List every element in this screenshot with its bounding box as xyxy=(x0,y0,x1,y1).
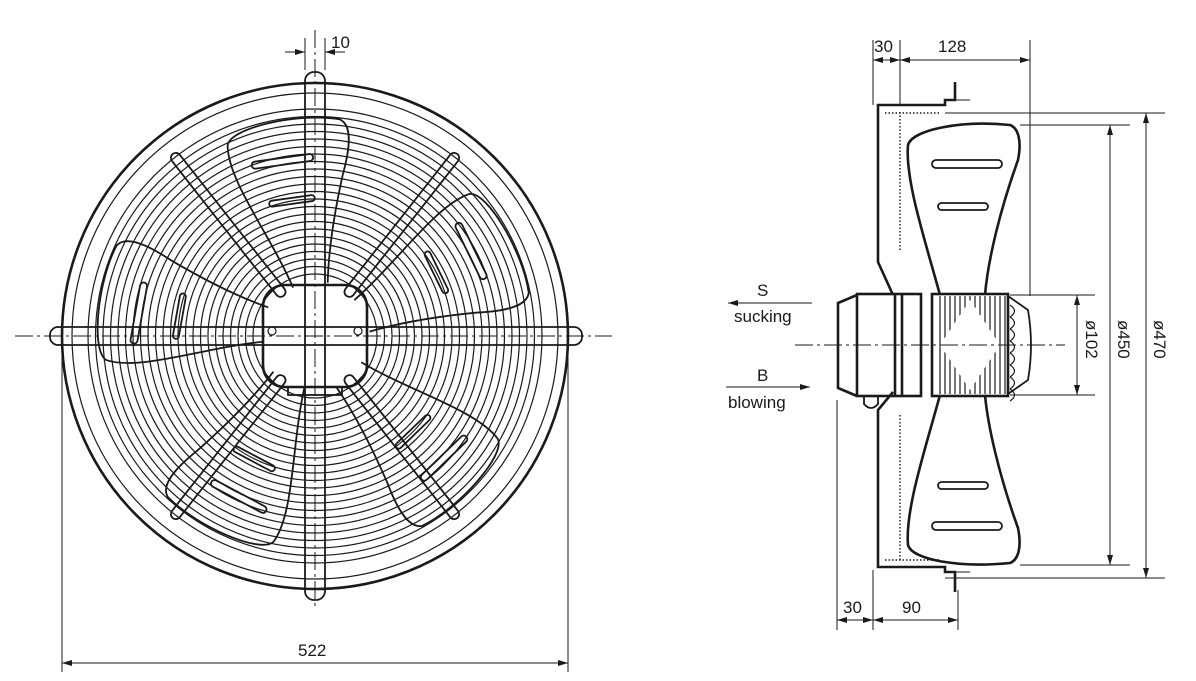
dia-motor: ø102 xyxy=(1082,320,1101,359)
sucking-code: S xyxy=(757,281,768,300)
dim-depth-bottom: 90 xyxy=(902,598,921,617)
hub-screw-left xyxy=(267,326,277,336)
spoke xyxy=(343,374,461,520)
blade xyxy=(353,193,530,333)
dim-frame-top: 30 xyxy=(874,37,893,56)
side-blade-top xyxy=(906,122,1021,296)
dia-ring: ø470 xyxy=(1150,320,1169,359)
dim-rod-width: 10 xyxy=(331,33,350,52)
spoke xyxy=(169,374,287,520)
side-blade-bottom xyxy=(906,394,1021,566)
dia-blades: ø450 xyxy=(1114,320,1133,359)
spoke xyxy=(169,152,287,298)
spoke xyxy=(343,152,461,298)
dim-outer-width: 522 xyxy=(298,641,326,660)
cable-gland xyxy=(863,396,879,409)
front-view: 10 522 xyxy=(15,30,612,672)
hub-screw-right xyxy=(353,326,363,336)
blowing-code: B xyxy=(757,366,768,385)
blade xyxy=(96,240,269,364)
guard-spokes xyxy=(169,152,461,520)
sucking-label: sucking xyxy=(734,307,792,326)
frame-top xyxy=(876,82,957,296)
side-view: S sucking B blowing 30 128 30 90 ø102 ø4… xyxy=(726,37,1169,630)
dim-frame-bottom: 30 xyxy=(843,598,862,617)
dim-depth-top: 128 xyxy=(938,37,966,56)
blowing-label: blowing xyxy=(728,393,786,412)
